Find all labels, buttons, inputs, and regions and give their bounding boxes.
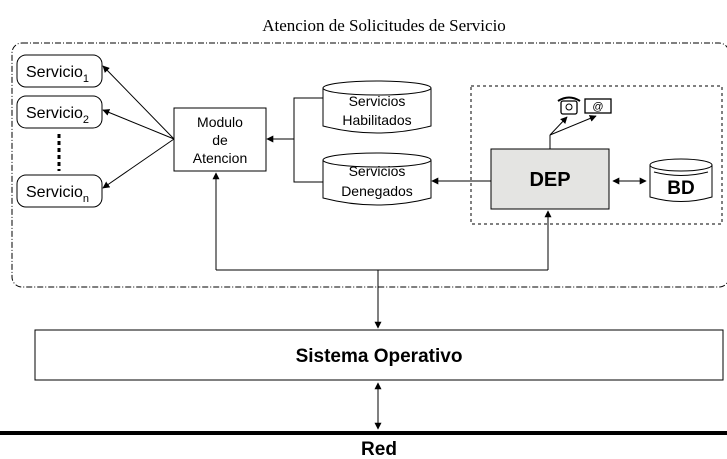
modulo-line1: Modulo (197, 114, 243, 130)
service-2-box: Servicio2 (16, 95, 103, 129)
svg-text:Servicion: Servicion (26, 184, 89, 205)
service-1-subscript: 1 (83, 73, 89, 85)
arrow-to-telephone (549, 116, 568, 136)
servicios-denegados-store: Servicios Denegados (322, 152, 432, 206)
email-symbol: @ (592, 101, 603, 113)
bd-label: BD (667, 178, 694, 199)
service-2-label: Servicio (26, 105, 83, 122)
svg-text:Servicio2: Servicio2 (26, 105, 89, 126)
email-icon: @ (584, 98, 612, 114)
modulo-line3: Atencion (193, 150, 247, 166)
telephone-icon (557, 96, 581, 115)
red-label: Red (361, 439, 397, 459)
store-bracket (293, 97, 323, 183)
service-1-box: Servicio1 (16, 54, 103, 88)
sistema-operativo-box: Sistema Operativo (34, 329, 724, 381)
dep-box: DEP (490, 148, 610, 210)
habilitados-line2: Habilitados (342, 112, 411, 128)
dep-label: DEP (529, 169, 570, 191)
modulo-atencion-box: Modulo de Atencion (173, 107, 267, 172)
arrow-to-service-n (102, 138, 175, 189)
dep-region (470, 85, 723, 225)
svg-text:Servicio1: Servicio1 (26, 64, 89, 85)
servicios-habilitados-store: Servicios Habilitados (322, 80, 432, 134)
sistema-operativo-label: Sistema Operativo (296, 346, 463, 367)
service-n-subscript: n (83, 193, 89, 205)
arrow-to-service-1 (102, 65, 175, 140)
denegados-line1: Servicios (349, 163, 406, 179)
bd-store: BD (649, 158, 713, 202)
denegados-line2: Denegados (341, 183, 413, 199)
diagram-title: Atencion de Solicitudes de Servicio (262, 16, 506, 35)
service-n-label: Servicio (26, 184, 83, 201)
arrow-to-email (549, 115, 597, 136)
habilitados-line1: Servicios (349, 93, 406, 109)
service-2-subscript: 2 (83, 114, 89, 126)
service-n-box: Servicion (16, 174, 103, 208)
system-boundary (11, 42, 727, 288)
service-1-label: Servicio (26, 64, 83, 81)
modulo-line2: de (212, 132, 228, 148)
arrow-to-service-2 (102, 109, 175, 140)
